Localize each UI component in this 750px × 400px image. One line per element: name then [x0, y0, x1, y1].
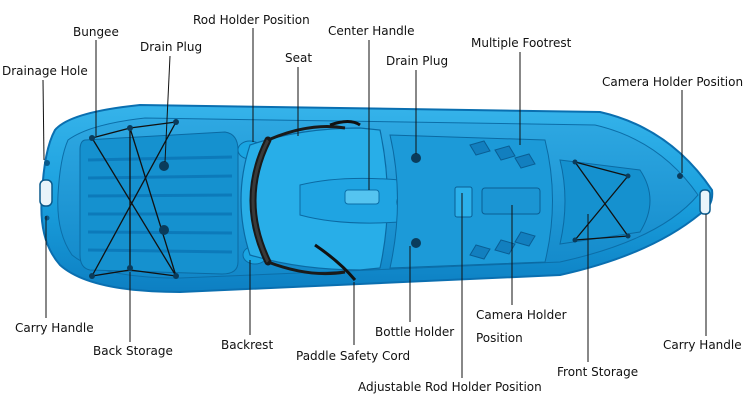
label-center-handle: Center Handle: [328, 23, 415, 39]
label-camera-holder-mid-2: Position: [476, 330, 523, 346]
label-camera-holder-bow: Camera Holder Position: [602, 74, 743, 90]
label-drain-plug-rear: Drain Plug: [140, 39, 202, 55]
center-handle-shape: [345, 190, 379, 204]
label-back-storage: Back Storage: [93, 343, 173, 359]
label-bungee: Bungee: [73, 24, 119, 40]
label-multiple-footrest: Multiple Footrest: [471, 35, 571, 51]
rear-drain-plug-shape: [159, 161, 169, 171]
adjustable-rod-holder-shape: [455, 187, 472, 217]
label-carry-handle-stern: Carry Handle: [15, 320, 94, 336]
bow-carry-handle-shape: [700, 190, 710, 214]
bow-camera-holder-shape: [677, 173, 683, 179]
label-front-storage: Front Storage: [557, 364, 638, 380]
label-paddle-safety-cord: Paddle Safety Cord: [296, 348, 410, 364]
label-seat: Seat: [285, 50, 312, 66]
label-carry-handle-bow: Carry Handle: [663, 337, 742, 353]
label-drain-plug-front: Drain Plug: [386, 53, 448, 69]
label-bottle-holder: Bottle Holder: [375, 324, 454, 340]
front-drain-plug-shape: [411, 153, 421, 163]
mid-camera-holder-shape: [482, 188, 540, 214]
stern-carry-handle-shape: [40, 180, 52, 206]
front-storage-well: [560, 160, 650, 244]
drainage-hole-shape: [44, 160, 50, 166]
label-rod-holder-position: Rod Holder Position: [193, 12, 310, 28]
label-drainage-hole: Drainage Hole: [2, 63, 88, 79]
label-camera-holder-mid-1: Camera Holder: [476, 307, 567, 323]
label-backrest: Backrest: [221, 337, 273, 353]
label-adjustable-rod-holder: Adjustable Rod Holder Position: [358, 379, 542, 395]
leader-drainage-hole: [43, 80, 44, 160]
